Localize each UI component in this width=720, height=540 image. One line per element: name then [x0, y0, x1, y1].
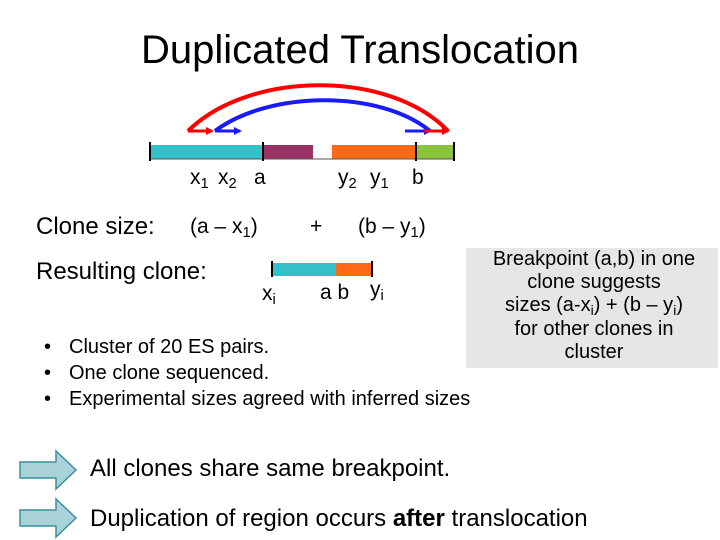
conclusion-2: Duplication of region occurs after trans…	[90, 505, 588, 532]
list-item: Experimental sizes agreed with inferred …	[44, 386, 470, 412]
clone-size-term1: (a – x1)	[190, 215, 258, 242]
resulting-clone-label: Resulting clone:	[36, 258, 207, 285]
clone-teal	[272, 263, 336, 276]
segment-orange	[332, 145, 416, 159]
clone-size-plus: +	[310, 215, 323, 238]
bullet-list: Cluster of 20 ES pairs. One clone sequen…	[44, 334, 470, 412]
label-a: a	[254, 166, 266, 189]
callout-box	[466, 248, 718, 368]
segment-teal	[150, 145, 263, 159]
label-xi: xi	[262, 282, 276, 309]
segment-purple	[263, 145, 313, 159]
conclusion-1: All clones share same breakpoint.	[90, 455, 451, 482]
label-x1: x1	[190, 166, 209, 193]
label-b: b	[412, 166, 424, 189]
label-yi: yi	[370, 278, 384, 305]
label-ab: a b	[320, 281, 350, 304]
conclusion-arrow-2	[19, 497, 78, 539]
callout-text: Breakpoint (a,b) in one clone suggests s…	[492, 248, 696, 363]
clone-size-label: Clone size:	[36, 213, 155, 240]
list-item: One clone sequenced.	[44, 360, 470, 386]
list-item: Cluster of 20 ES pairs.	[44, 334, 470, 360]
blue-arc	[213, 98, 432, 133]
page-title: Duplicated Translocation	[140, 28, 580, 72]
red-arc	[186, 83, 450, 133]
label-x2: x2	[218, 166, 237, 193]
clone-orange	[336, 263, 372, 276]
conclusion-arrow-1	[19, 449, 78, 491]
clone-size-term2: (b – y1)	[358, 215, 426, 242]
label-y2: y2	[338, 166, 357, 193]
segment-green	[416, 145, 454, 159]
label-y1: y1	[370, 166, 389, 193]
